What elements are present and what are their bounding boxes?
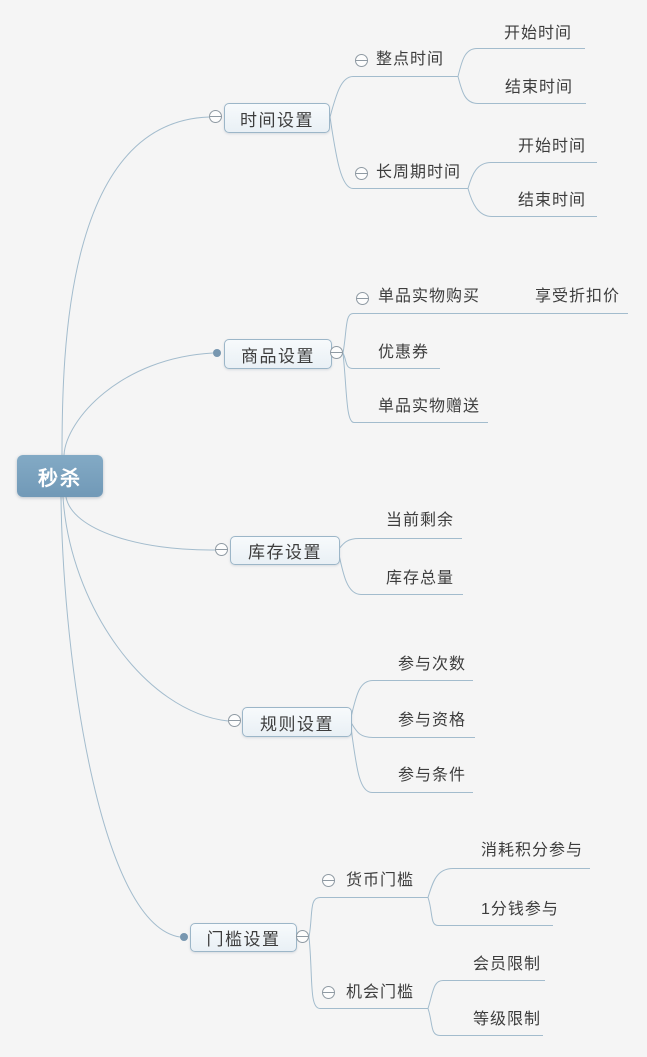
- leaf-total-stock[interactable]: 库存总量: [386, 570, 455, 587]
- collapse-minus-icon[interactable]: [356, 292, 369, 305]
- leaf-member-limit[interactable]: 会员限制: [473, 956, 542, 973]
- connection-dot-icon: [180, 933, 188, 941]
- branch-product-settings[interactable]: 商品设置: [224, 339, 332, 369]
- collapse-minus-icon[interactable]: [355, 167, 368, 180]
- leaf-start-time-long[interactable]: 开始时间: [518, 138, 587, 155]
- leaf-current-remaining[interactable]: 当前剩余: [386, 512, 455, 529]
- root-node-seckill[interactable]: 秒杀: [17, 455, 103, 497]
- collapse-minus-icon[interactable]: [330, 346, 343, 359]
- leaf-end-time-hourly[interactable]: 结束时间: [505, 79, 574, 96]
- node-long-period-time[interactable]: 长周期时间: [376, 164, 462, 181]
- leaf-start-time-hourly[interactable]: 开始时间: [504, 25, 573, 42]
- node-currency-threshold[interactable]: 货币门槛: [346, 872, 415, 889]
- leaf-participation-count[interactable]: 参与次数: [398, 656, 467, 673]
- leaf-participation-condition[interactable]: 参与条件: [398, 767, 467, 784]
- collapse-minus-icon[interactable]: [355, 54, 368, 67]
- collapse-minus-icon[interactable]: [228, 714, 241, 727]
- branch-time-connectors: [329, 48, 597, 217]
- root-connectors: [60, 116, 229, 938]
- connection-dot-icon: [213, 349, 221, 357]
- leaf-discount-price[interactable]: 享受折扣价: [535, 288, 621, 305]
- branch-threshold-settings[interactable]: 门槛设置: [190, 923, 297, 952]
- collapse-minus-icon[interactable]: [322, 874, 335, 887]
- leaf-level-limit[interactable]: 等级限制: [473, 1011, 542, 1028]
- branch-product-connectors: [342, 313, 628, 423]
- node-hourly-time[interactable]: 整点时间: [376, 51, 445, 68]
- node-chance-threshold[interactable]: 机会门槛: [346, 984, 415, 1001]
- leaf-participation-qualification[interactable]: 参与资格: [398, 712, 467, 729]
- leaf-consume-points[interactable]: 消耗积分参与: [481, 842, 584, 859]
- branch-threshold-connectors: [308, 868, 590, 1036]
- collapse-minus-icon[interactable]: [209, 110, 222, 123]
- branch-rule-settings[interactable]: 规则设置: [242, 707, 352, 737]
- node-single-item-gift[interactable]: 单品实物赠送: [378, 398, 481, 415]
- branch-stock-settings[interactable]: 库存设置: [230, 536, 340, 565]
- node-single-item-purchase[interactable]: 单品实物购买: [378, 288, 481, 305]
- branch-time-settings[interactable]: 时间设置: [224, 103, 330, 133]
- leaf-one-cent[interactable]: 1分钱参与: [481, 901, 559, 918]
- node-coupon[interactable]: 优惠券: [378, 344, 430, 361]
- collapse-minus-icon[interactable]: [322, 986, 335, 999]
- leaf-end-time-long[interactable]: 结束时间: [518, 192, 587, 209]
- collapse-minus-icon[interactable]: [296, 930, 309, 943]
- collapse-minus-icon[interactable]: [215, 543, 228, 556]
